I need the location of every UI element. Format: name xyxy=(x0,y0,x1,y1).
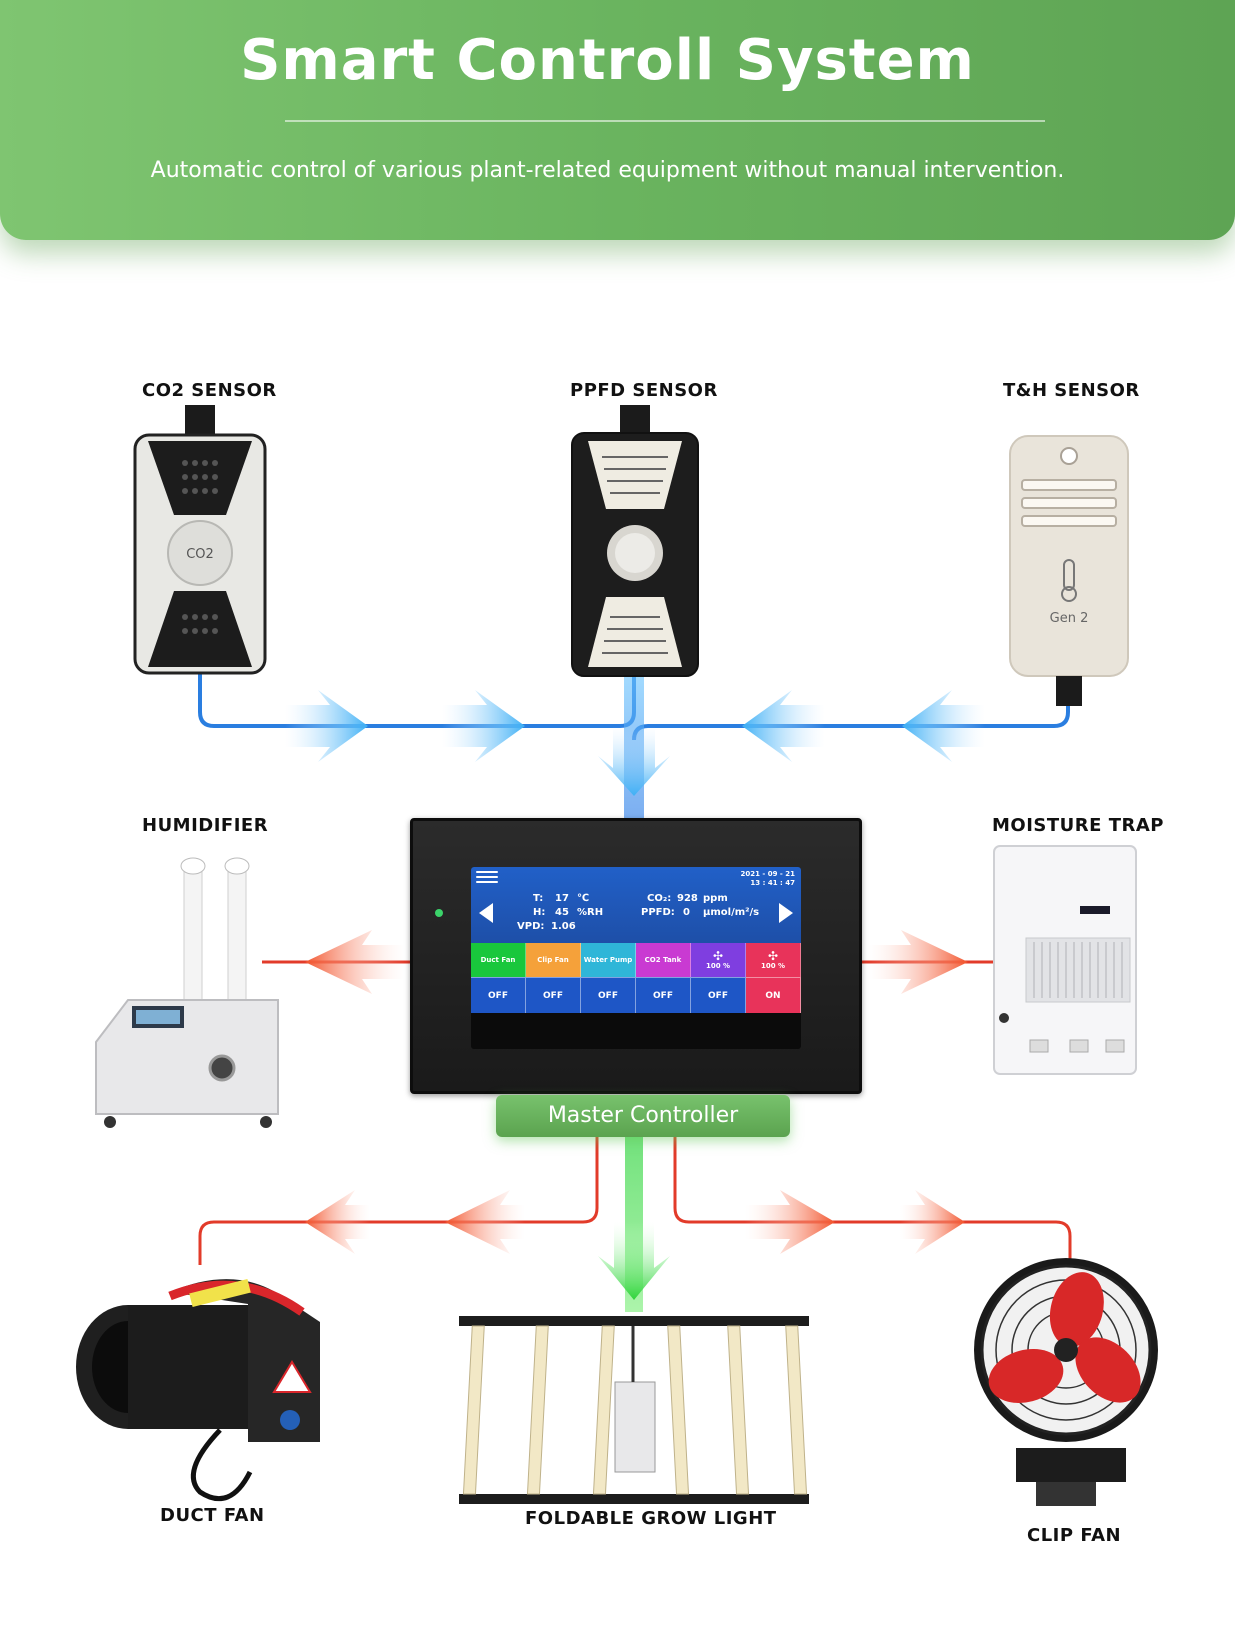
next-page-icon[interactable] xyxy=(779,903,793,923)
grow-light-image xyxy=(459,1316,809,1504)
channel-co2-tank[interactable]: CO2 Tank xyxy=(636,943,691,977)
status-led xyxy=(435,909,443,917)
channel-name: CO2 Tank xyxy=(644,955,682,964)
channel-name: 100 % xyxy=(760,961,786,970)
sensor-arrows xyxy=(285,690,985,796)
prev-page-icon[interactable] xyxy=(479,903,493,923)
duct-fan-image xyxy=(76,1278,320,1502)
t-label: T: xyxy=(533,893,544,904)
channel-fan-speed-1[interactable]: ✣100 % xyxy=(691,943,746,977)
co2-badge: CO2 xyxy=(186,547,214,562)
title-divider xyxy=(285,120,1045,122)
co2-unit: ppm xyxy=(703,893,728,904)
channel-name: Water Pump xyxy=(583,955,633,964)
duct-fan-label: DUCT FAN xyxy=(160,1505,265,1526)
bottom-output-wiring xyxy=(198,1137,1072,1265)
ppfd-sensor-label: PPFD SENSOR xyxy=(570,380,718,401)
bottom-output-arrows xyxy=(305,1190,965,1254)
channel-water-pump[interactable]: Water Pump xyxy=(581,943,636,977)
channel-name: 100 % xyxy=(705,961,731,970)
th-sensor-label: T&H SENSOR xyxy=(1003,380,1140,401)
moisture-trap-label: MOISTURE TRAP xyxy=(992,815,1164,836)
th-badge: Gen 2 xyxy=(1050,611,1089,626)
humidifier-image xyxy=(95,857,279,1128)
t-value: 17 xyxy=(555,893,569,904)
controller-screen: 2021 - 09 - 21 13 : 41 : 47 T: 17 ℃ H: 4… xyxy=(471,867,801,1049)
ppfd-label: PPFD: xyxy=(641,907,675,918)
channel-duct-fan[interactable]: Duct Fan xyxy=(471,943,526,977)
screen-time: 13 : 41 : 47 xyxy=(750,879,795,887)
h-label: H: xyxy=(533,907,546,918)
vpd-label: VPD: xyxy=(517,921,545,932)
master-controller: 2021 - 09 - 21 13 : 41 : 47 T: 17 ℃ H: 4… xyxy=(410,818,862,1094)
screen-readouts: 2021 - 09 - 21 13 : 41 : 47 T: 17 ℃ H: 4… xyxy=(471,867,801,943)
channel-name: Duct Fan xyxy=(480,955,516,964)
clip-fan-image xyxy=(974,1258,1158,1506)
ppfd-sensor-image xyxy=(571,405,699,677)
th-sensor-image: Gen 2 xyxy=(1009,435,1129,706)
channel-state-fan-1[interactable]: OFF xyxy=(691,977,746,1013)
menu-icon[interactable] xyxy=(476,871,498,887)
header-banner: Smart Controll System Automatic control … xyxy=(0,0,1235,240)
channel-state-co2-tank[interactable]: OFF xyxy=(636,977,691,1013)
co2-sensor-label: CO2 SENSOR xyxy=(142,380,277,401)
channel-clip-fan[interactable]: Clip Fan xyxy=(526,943,581,977)
co2-value: 928 xyxy=(677,893,698,904)
screen-date: 2021 - 09 - 21 xyxy=(740,870,795,878)
page-title: Smart Controll System xyxy=(240,28,975,93)
ppfd-unit: μmol/m²/s xyxy=(703,907,760,918)
channel-name: Clip Fan xyxy=(537,955,569,964)
channel-state-duct-fan[interactable]: OFF xyxy=(471,977,526,1013)
t-unit: ℃ xyxy=(577,893,590,904)
vpd-value: 1.06 xyxy=(551,921,576,932)
grow-light-label: FOLDABLE GROW LIGHT xyxy=(525,1508,777,1529)
channel-state-water-pump[interactable]: OFF xyxy=(581,977,636,1013)
channel-state-fan-2[interactable]: ON xyxy=(746,977,801,1013)
h-unit: %RH xyxy=(577,907,604,918)
h-value: 45 xyxy=(555,907,569,918)
fan-icon: ✣ xyxy=(767,948,779,963)
moisture-trap-image xyxy=(993,845,1137,1075)
page-subtitle: Automatic control of various plant-relat… xyxy=(150,158,1065,183)
fan-icon: ✣ xyxy=(712,948,724,963)
clip-fan-label: CLIP FAN xyxy=(1027,1525,1122,1546)
ppfd-value: 0 xyxy=(683,907,690,918)
humidifier-label: HUMIDIFIER xyxy=(142,815,269,836)
co2-sensor-image: CO2 xyxy=(133,405,267,675)
grow-light-arrow xyxy=(598,1222,670,1300)
side-output-arrows xyxy=(305,930,968,994)
channel-grid: Duct Fan Clip Fan Water Pump CO2 Tank ✣1… xyxy=(471,943,801,1013)
channel-fan-speed-2[interactable]: ✣100 % xyxy=(746,943,801,977)
co2-label: CO₂: xyxy=(647,893,672,904)
channel-state-clip-fan[interactable]: OFF xyxy=(526,977,581,1013)
master-controller-label: Master Controller xyxy=(496,1095,790,1137)
screen-datetime: 2021 - 09 - 21 13 : 41 : 47 xyxy=(740,870,795,888)
